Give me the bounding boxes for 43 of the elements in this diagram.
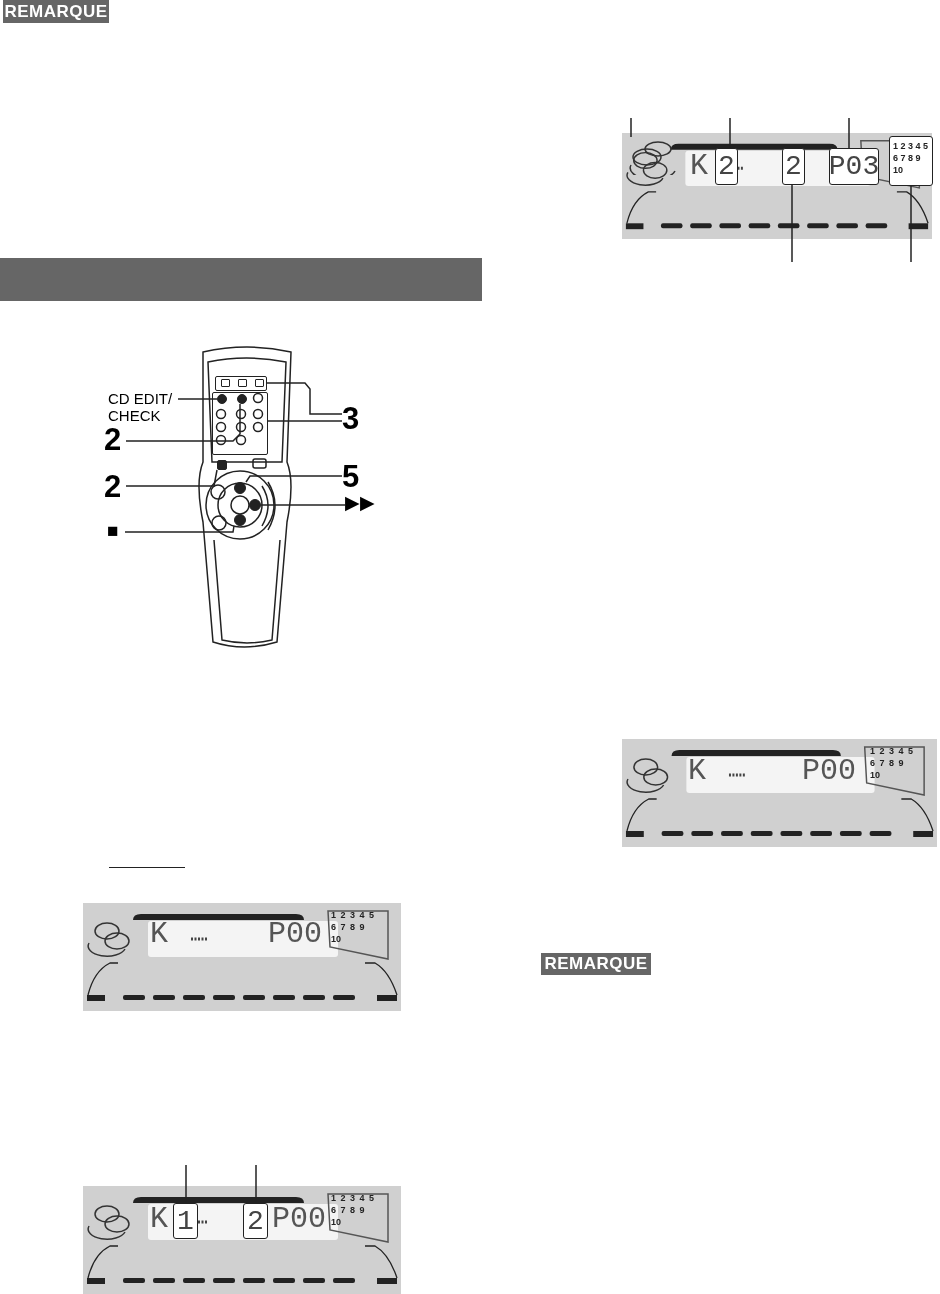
- track-number-grid-text: 1 2 3 4 5 6 7 8 9 10: [331, 909, 376, 945]
- track-number-grid: 1 2 3 4 5 6 7 8 9 10: [889, 136, 933, 186]
- button-row: [215, 376, 267, 391]
- callout-number: 3: [342, 403, 364, 435]
- leader-line: [266, 382, 343, 415]
- leader-line: [848, 117, 850, 149]
- keypad-button: [237, 394, 247, 404]
- lcd-readout: K: [150, 1203, 168, 1235]
- leader-line: [630, 117, 632, 138]
- lcd-readout: P00: [268, 918, 322, 950]
- leader-line: [791, 184, 793, 263]
- leader-line: [124, 525, 235, 533]
- callout-symbol: ■: [107, 521, 125, 543]
- callout-symbol: ▶▶: [345, 493, 379, 517]
- keypad-panel: [212, 392, 268, 455]
- callout-number: 2: [104, 424, 126, 456]
- note-badge: REMARQUE: [541, 953, 651, 975]
- lcd-readout: P00: [802, 755, 856, 787]
- leader-line: [125, 469, 218, 487]
- lcd-readout: K: [150, 918, 168, 950]
- leader-line: [245, 475, 343, 483]
- square-button: [217, 460, 227, 470]
- highlighted-digit: 1: [173, 1203, 198, 1239]
- lcd-readout: K: [690, 150, 708, 182]
- track-number-grid-text: 1 2 3 4 5 6 7 8 9 10: [870, 745, 915, 781]
- section-heading-bar: [0, 258, 482, 301]
- highlighted-digit: 2: [715, 148, 738, 185]
- callout-number: 5: [342, 461, 364, 493]
- leader-line: [177, 398, 218, 400]
- highlighted-digit: 2: [243, 1203, 268, 1239]
- callout-label: CD EDIT/ CHECK: [108, 391, 178, 427]
- callout-number: 2: [104, 471, 126, 503]
- leader-line: [910, 185, 912, 263]
- leader-line: [267, 420, 343, 422]
- leader-line: [125, 403, 241, 442]
- lcd-readout: P00: [272, 1203, 326, 1235]
- keypad-button: [217, 394, 227, 404]
- lcd-readout: K: [688, 755, 706, 787]
- track-number-grid-text: 1 2 3 4 5 6 7 8 9 10: [331, 1192, 376, 1228]
- note-badge: REMARQUE: [3, 0, 109, 23]
- leader-line: [260, 504, 346, 506]
- highlighted-readout: P03: [829, 148, 879, 185]
- highlighted-digit: 2: [782, 148, 805, 185]
